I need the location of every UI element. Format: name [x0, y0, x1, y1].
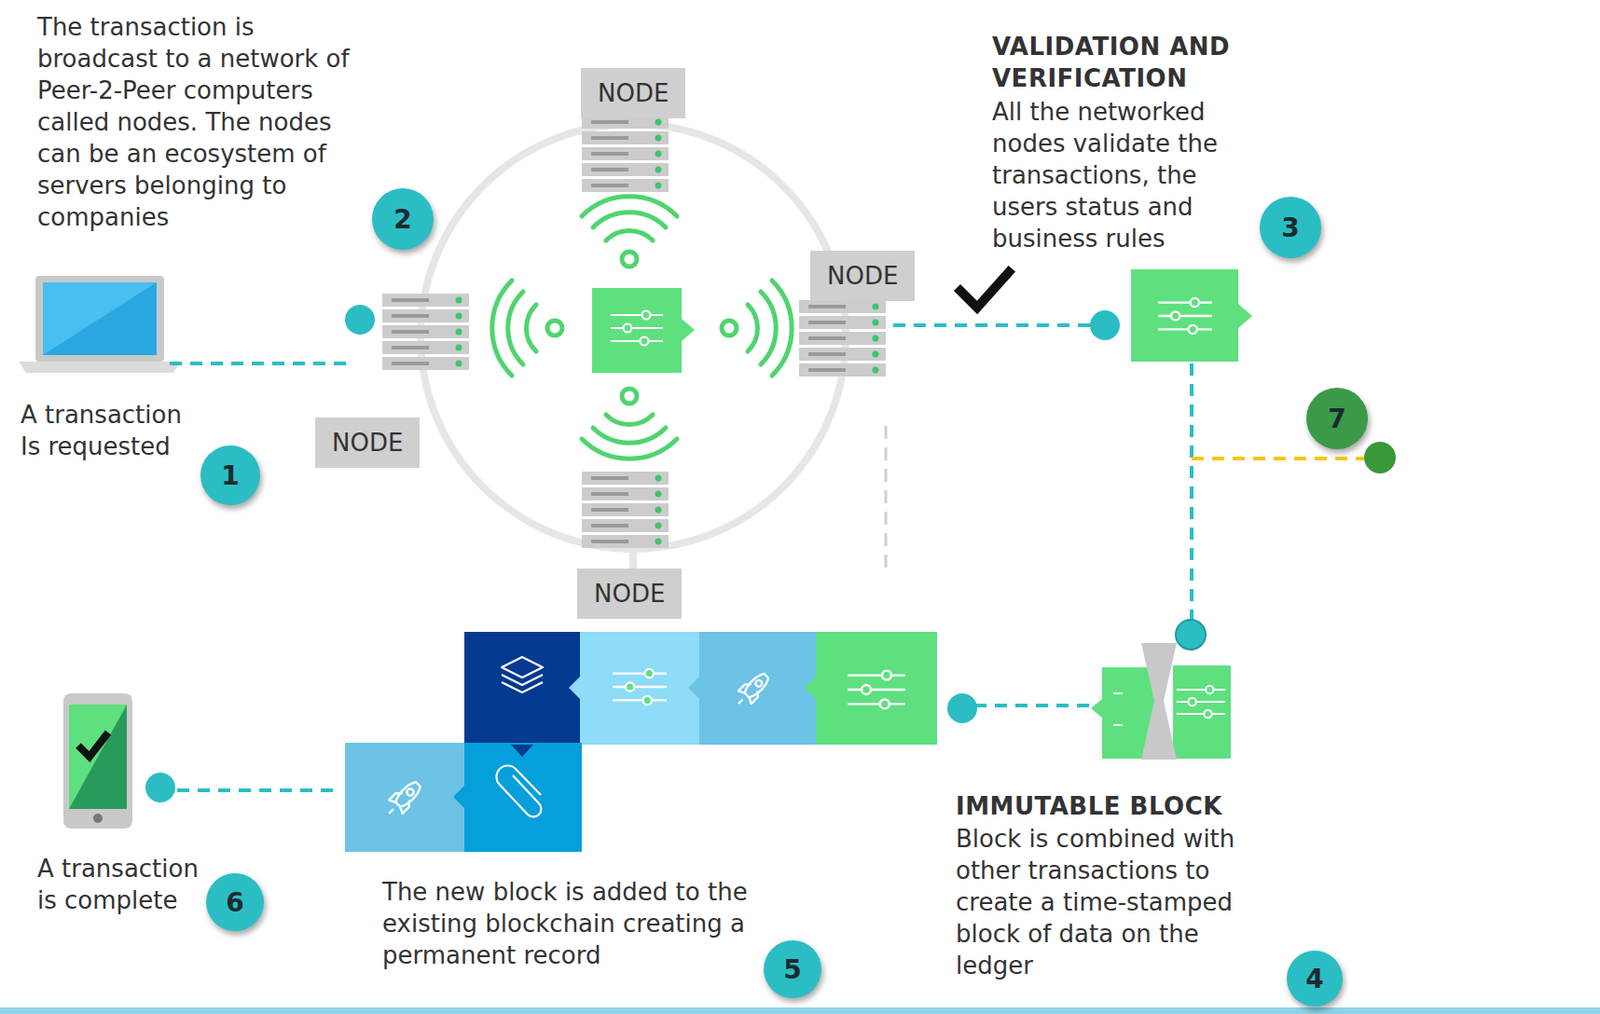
- step-heading: IMMUTABLE BLOCK: [955, 790, 1264, 823]
- callout-number: 7: [1306, 387, 1368, 450]
- callout-number: 3: [1259, 196, 1322, 259]
- callout-number: 2: [372, 188, 434, 250]
- node-label-box: NODE: [580, 68, 686, 119]
- step-description: A transaction Is requested: [20, 399, 207, 463]
- step-description: The transaction is broadcast to a networ…: [37, 11, 373, 234]
- callout-number: 5: [763, 940, 822, 999]
- node-label-box: NODE: [810, 250, 915, 302]
- step-description: All the networked nodes validate the tra…: [992, 96, 1258, 255]
- step-heading: VALIDATION AND VERIFICATION: [992, 30, 1272, 95]
- callout-number: 6: [206, 873, 264, 932]
- node-label-box: NODE: [315, 417, 420, 469]
- node-name: NODE: [331, 428, 403, 457]
- callout-number: 4: [1286, 951, 1343, 1007]
- step-description: Block is combined with other transaction…: [955, 823, 1264, 982]
- callout-number: 1: [200, 445, 261, 506]
- node-label-box: NODE: [577, 568, 682, 620]
- step-description: A transaction is complete: [37, 853, 215, 917]
- node-name: NODE: [593, 579, 665, 608]
- node-name: NODE: [597, 79, 669, 108]
- step-description: The new block is added to the existing b…: [382, 876, 774, 972]
- node-name: NODE: [827, 262, 898, 290]
